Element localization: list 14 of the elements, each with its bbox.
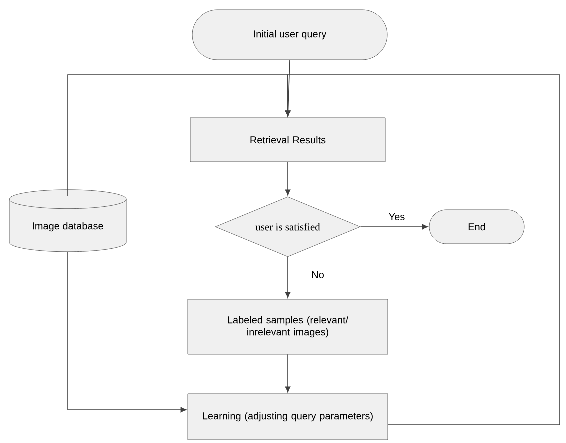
terminal-box: End (429, 210, 525, 244)
terminal-box: Initial user query (192, 10, 388, 60)
arrow (285, 74, 560, 426)
arrow (68, 252, 187, 413)
edge-label: No (310, 270, 326, 280)
arrow (285, 354, 291, 393)
process-box: Labeled samples (relevant/ inrelevant images) (188, 299, 388, 355)
arrow (360, 224, 428, 230)
process-box: Learning (adjusting query parameters) (188, 394, 388, 440)
edge-label: Yes (388, 212, 406, 222)
arrow (285, 256, 291, 298)
database-cylinder: Image database (9, 190, 127, 252)
process-box: Retrieval Results (190, 118, 386, 162)
arrow (285, 162, 291, 196)
